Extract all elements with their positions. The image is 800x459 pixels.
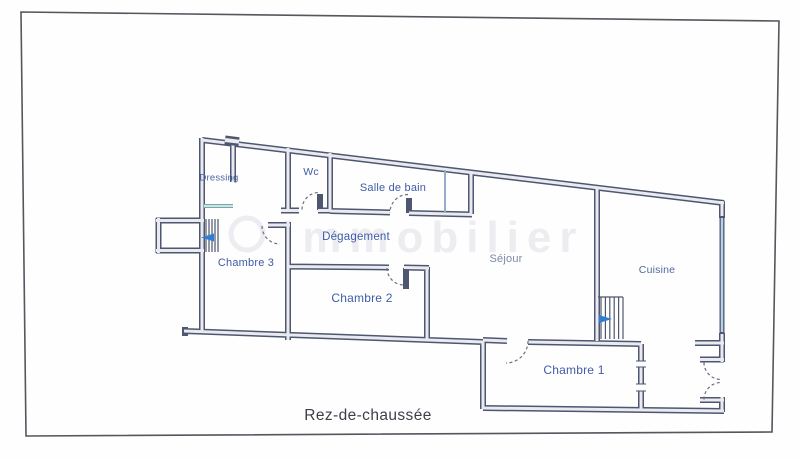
floor-caption: Rez-de-chaussée [304, 407, 432, 424]
watermark-logo-circle [228, 215, 266, 253]
entry-direction-arrow [201, 233, 214, 242]
door-arcs [261, 191, 722, 400]
door-arc-chambre-1 [505, 340, 529, 364]
room-label-chambre-1: Chambre 1 [543, 363, 605, 377]
door-arc-wc [301, 191, 320, 210]
door-arc-entrance-upper [703, 362, 722, 381]
room-label-salle-de-bain: Salle de bain [359, 182, 427, 194]
watermark-text: immobilier [282, 213, 585, 262]
room-label-wc: Wc [303, 166, 319, 178]
door-arc-chambre-3 [261, 225, 281, 245]
room-label-degagement: Dégagement [322, 231, 390, 243]
door-arc-entrance-lower [703, 381, 722, 400]
walls-fill [156, 138, 725, 413]
room-label-cuisine: Cuisine [638, 264, 676, 276]
staircase-entry [201, 219, 219, 252]
room-label-sejour: Séjour [489, 253, 523, 265]
staircase-main [598, 296, 624, 339]
watermark: immobilier [228, 213, 585, 262]
room-label-chambre-2: Chambre 2 [331, 291, 393, 305]
door-arc-salle-de-bain [389, 193, 409, 213]
stairs-direction-arrow [599, 315, 612, 323]
page-border [20, 11, 780, 437]
room-label-chambre-3: Chambre 3 [217, 257, 275, 269]
chimney-mark [224, 135, 240, 147]
door-arc-chambre-2 [386, 267, 405, 286]
wall-opening-ticks [636, 360, 646, 392]
room-label-dressing: Dressing [199, 172, 239, 184]
